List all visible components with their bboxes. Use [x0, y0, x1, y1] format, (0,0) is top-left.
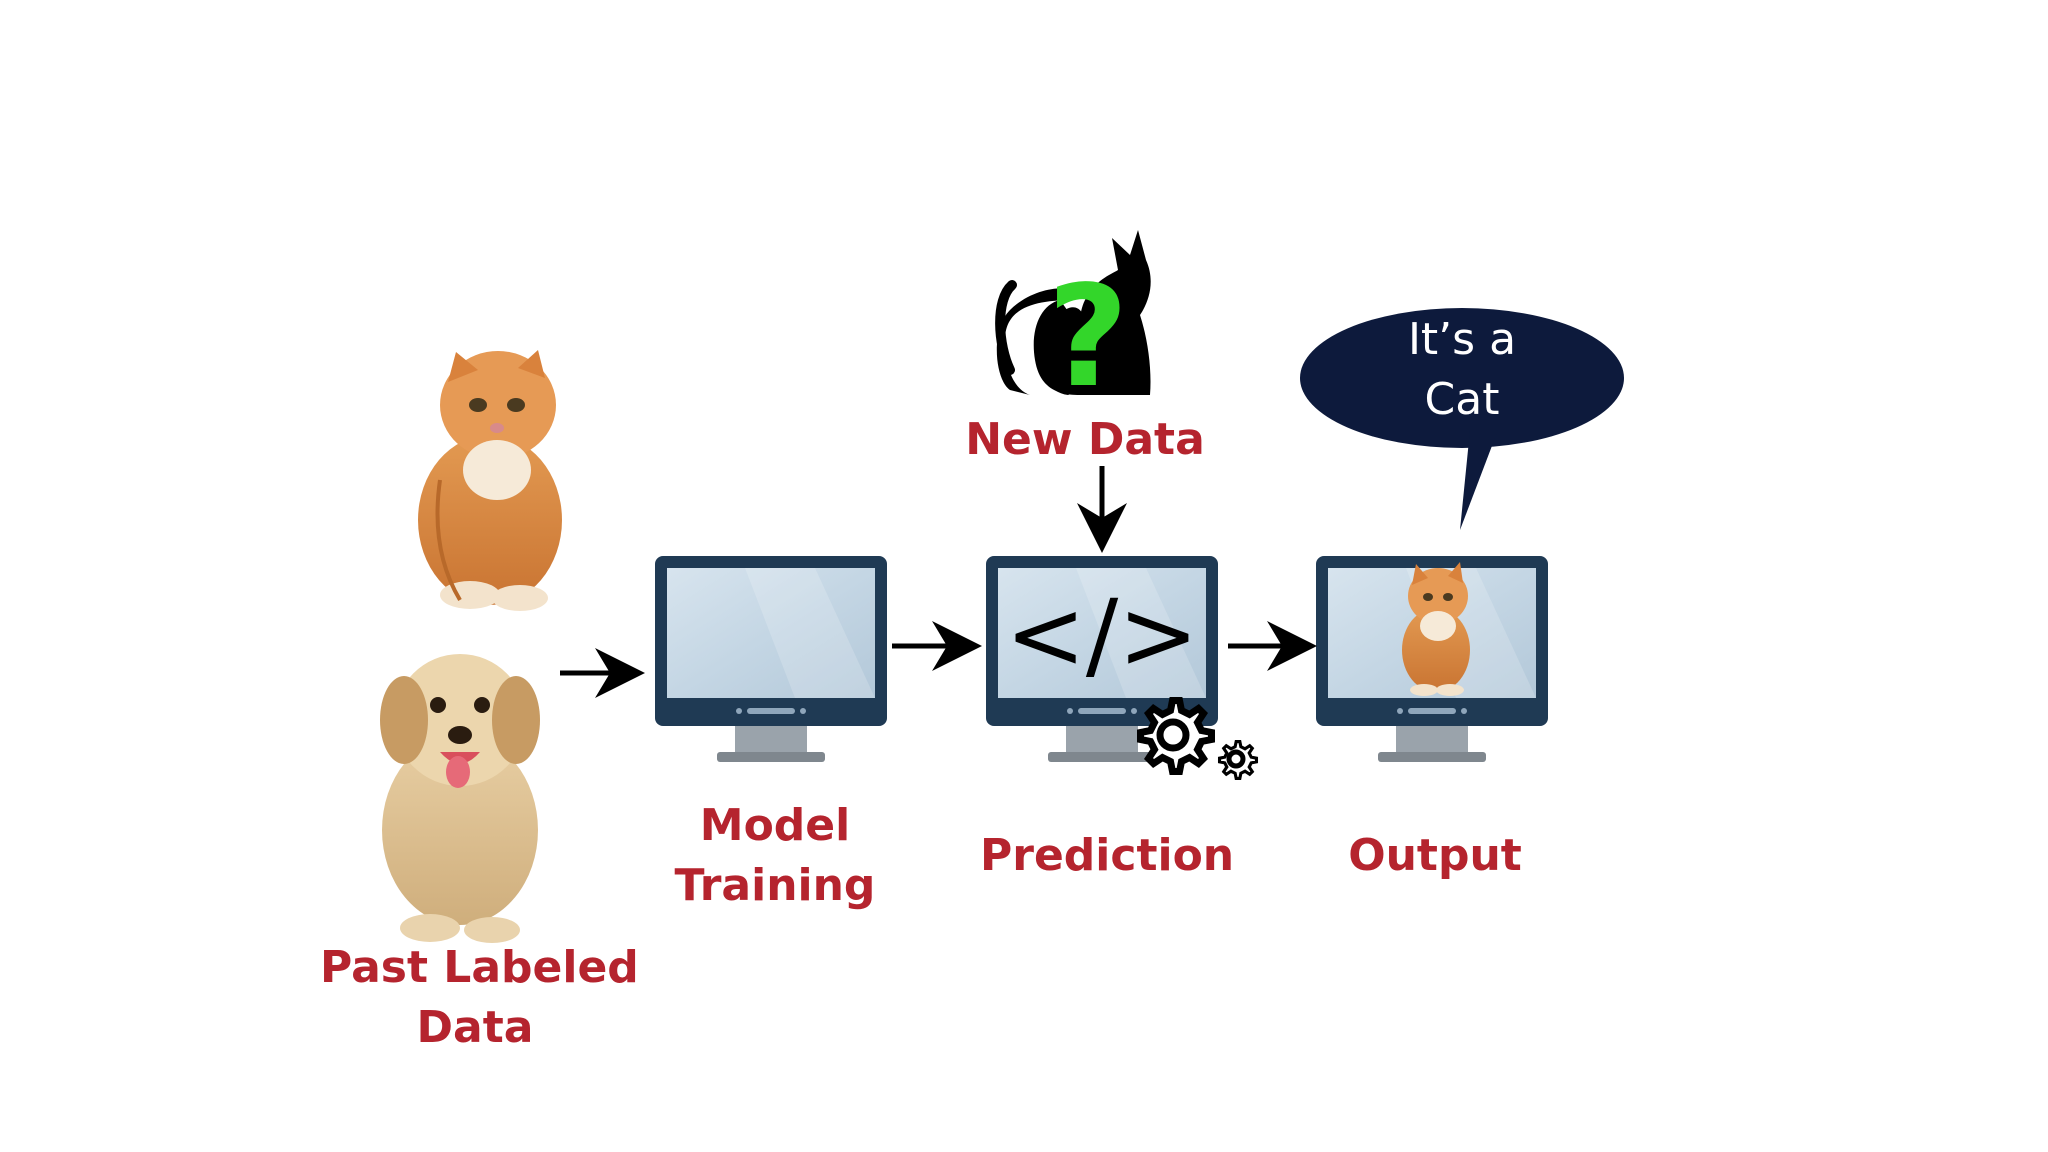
cat-photo-icon	[418, 350, 562, 611]
past-labeled-data-label-line1: Past Labeled	[320, 942, 639, 993]
speech-bubble-line2: Cat	[1424, 374, 1500, 425]
monitor-icon	[655, 556, 887, 762]
model-training-label: Model Training	[640, 796, 910, 916]
cat-photo-icon	[1402, 562, 1470, 696]
past-labeled-data-label-line2: Data	[416, 1002, 534, 1053]
speech-bubble-text: It’s a Cat	[1362, 310, 1562, 430]
speech-bubble-line1: It’s a	[1407, 314, 1517, 365]
model-training-label-line2: Training	[674, 860, 876, 911]
cat-silhouette-icon: ?	[995, 230, 1151, 419]
speech-bubble-icon	[1300, 308, 1624, 530]
new-data-label: New Data	[965, 414, 1205, 465]
model-training-label-line1: Model	[699, 800, 851, 851]
past-labeled-data-label: Past Labeled Data	[320, 938, 639, 1058]
question-mark: ?	[1047, 256, 1128, 419]
prediction-label: Prediction	[980, 830, 1235, 881]
dog-photo-icon	[380, 654, 540, 943]
code-icon: </>	[1005, 579, 1198, 691]
output-label: Output	[1348, 830, 1522, 881]
svg-text:</>: </>	[1005, 579, 1198, 691]
